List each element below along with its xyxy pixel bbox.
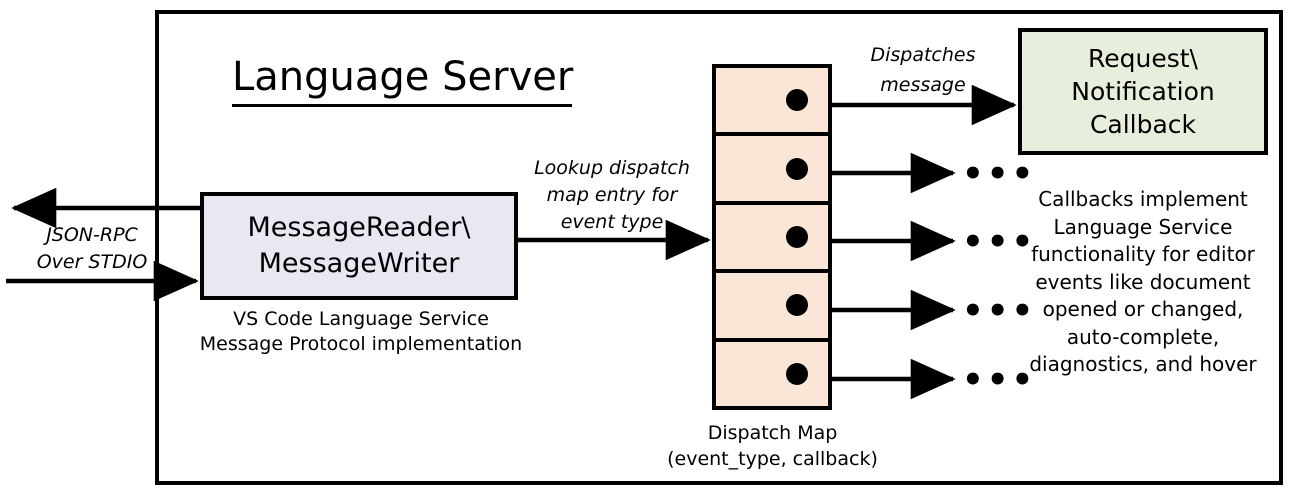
page-title: Language Server xyxy=(232,52,573,107)
callback-dot-icon xyxy=(786,362,808,385)
callback-dot-icon xyxy=(786,294,808,317)
dispatch-map-row[interactable] xyxy=(716,273,828,342)
messagereader-writer-box[interactable]: MessageReader\ MessageWriter xyxy=(200,192,518,300)
ellipsis-row-2: ••• xyxy=(962,154,1037,194)
request-notification-callback-box[interactable]: Request\ Notification Callback xyxy=(1018,28,1268,155)
dispatch-map-table[interactable] xyxy=(712,64,832,410)
dispatch-map-row[interactable] xyxy=(716,68,828,137)
callback-description-caption: Callbacks implement Language Service fun… xyxy=(1029,187,1257,376)
callback-dot-icon xyxy=(786,226,808,249)
request-notification-callback-label: Request\ Notification Callback xyxy=(1071,44,1215,139)
language-server-frame xyxy=(155,10,1283,485)
callback-dot-icon xyxy=(786,89,808,112)
messagereader-writer-caption: VS Code Language Service Message Protoco… xyxy=(199,308,523,355)
dispatch-map-row[interactable] xyxy=(716,342,828,406)
dispatch-map-caption: Dispatch Map (event_type, callback) xyxy=(667,422,878,470)
messagereader-writer-label: MessageReader\ MessageWriter xyxy=(247,212,471,279)
dispatch-map-row[interactable] xyxy=(716,136,828,205)
dispatch-map-row[interactable] xyxy=(716,205,828,274)
jsonrpc-transport-label: JSON-RPC Over STDIO xyxy=(36,224,148,273)
lookup-dispatch-label: Lookup dispatch map entry for event type xyxy=(534,157,690,233)
callback-dot-icon xyxy=(786,157,808,180)
dispatches-message-label: Dispatches message xyxy=(870,44,976,96)
